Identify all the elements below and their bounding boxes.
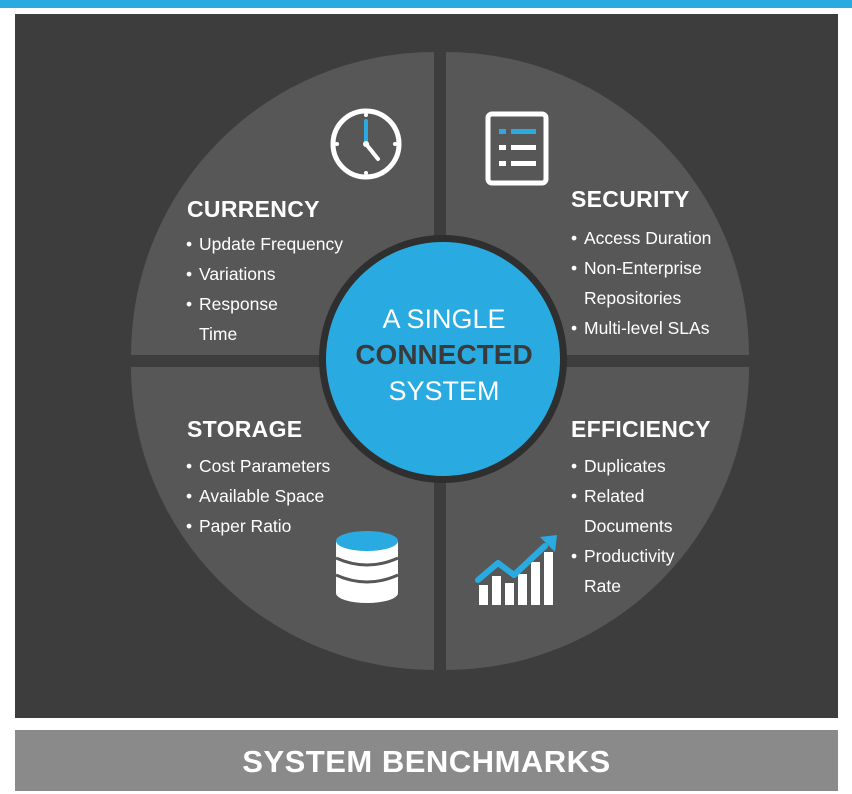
list-item: Update Frequency (186, 229, 376, 259)
currency-title: CURRENCY (187, 196, 320, 222)
list-item: Multi-level SLAs (571, 313, 736, 343)
storage-title: STORAGE (187, 416, 303, 442)
center-line-3: SYSTEM (388, 376, 500, 406)
growth-chart-icon (475, 535, 557, 605)
storage-list: Cost Parameters Available Space Paper Ra… (186, 451, 376, 541)
database-icon (335, 531, 399, 603)
security-list: Access Duration Non-Enterprise Repositor… (571, 223, 736, 343)
list-item: Paper Ratio (186, 511, 376, 541)
center-label: A SINGLE CONNECTED SYSTEM (322, 301, 566, 409)
list-item: Cost Parameters (186, 451, 376, 481)
footer-banner: SYSTEM BENCHMARKS (15, 730, 838, 791)
list-item: Available Space (186, 481, 376, 511)
currency-list: Update Frequency Variations Response Tim… (186, 229, 376, 349)
efficiency-list: Duplicates Related Documents Productivit… (571, 451, 711, 601)
center-line-2: CONNECTED (355, 339, 533, 370)
center-hub (326, 242, 560, 476)
list-item: Duplicates (571, 451, 711, 481)
list-item: Productivity Rate (571, 541, 711, 601)
list-item: Access Duration (571, 223, 736, 253)
list-item: Non-Enterprise Repositories (571, 253, 736, 313)
list-item: Response Time (186, 289, 309, 349)
list-item: Variations (186, 259, 376, 289)
checklist-document-icon (485, 111, 549, 186)
center-line-1: A SINGLE (382, 304, 506, 334)
top-accent-bar (0, 0, 852, 8)
efficiency-title: EFFICIENCY (571, 416, 711, 442)
list-item: Related Documents (571, 481, 711, 541)
clock-icon (330, 108, 402, 180)
security-title: SECURITY (571, 186, 690, 212)
